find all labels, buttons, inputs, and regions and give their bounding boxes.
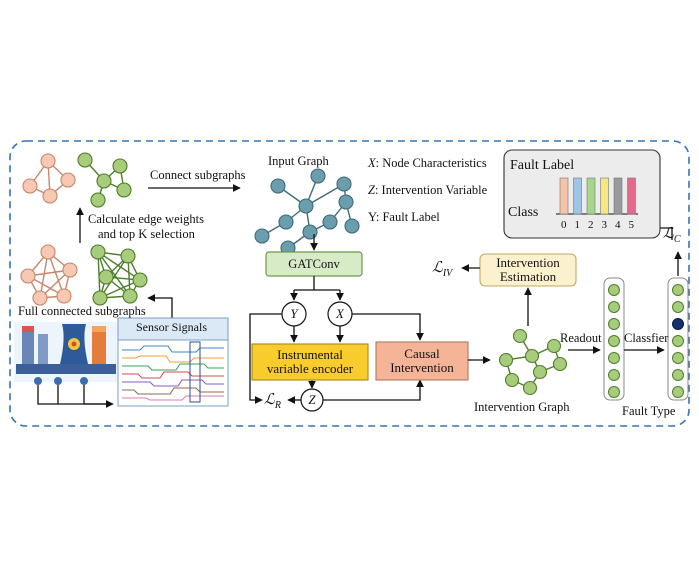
node-x-label: X (336, 306, 344, 321)
sensor-signals-panel (117, 317, 229, 407)
readout-vector (603, 277, 625, 401)
legend-x-desc: : Node Characteristics (375, 156, 487, 170)
calc-edge-label-line2: and top K selection (98, 227, 195, 241)
fault-label-title: Fault Label (510, 158, 575, 173)
legend-x: X: Node Characteristics (368, 156, 487, 170)
fault-type-label: Fault Type (622, 404, 676, 418)
fault-bar-3 (600, 177, 609, 215)
estimation-label-line2: Estimation (499, 269, 557, 284)
legend-x-symbol: X (368, 156, 376, 170)
dashed-frame (9, 140, 690, 427)
class-tick-4: 4 (615, 219, 621, 231)
factory-illustration (14, 322, 118, 408)
fault-bar-4 (613, 177, 623, 215)
loss-iv-sub: IV (442, 268, 453, 279)
fault-label-panel (503, 149, 661, 239)
subgraph-orange-full (20, 244, 78, 306)
fault-bar-0 (559, 177, 569, 215)
class-label: Class (508, 205, 539, 220)
classifier-label: Classfier (624, 331, 669, 345)
subgraph-green-small (77, 152, 132, 208)
subgraph-orange-small (22, 153, 76, 204)
class-tick-2: 2 (588, 219, 594, 231)
loss-c-symbol: ℒ (663, 226, 674, 242)
sensor-signals-title: Sensor Signals (136, 320, 208, 334)
intervention-graph (498, 328, 568, 396)
encoder-label: Instrumental variable encoder (252, 344, 368, 380)
classifier-vector (667, 277, 689, 401)
causal-label-line2: Intervention (390, 360, 454, 375)
input-graph-label: Input Graph (268, 154, 329, 168)
estimation-label: Intervention Estimation (480, 254, 576, 286)
fault-bar-2 (586, 177, 596, 215)
legend-z-symbol: Z (368, 183, 375, 197)
legend-z-desc: : Intervention Variable (374, 183, 488, 197)
calc-edge-label-line1: Calculate edge weights (88, 212, 204, 226)
causal-box (375, 341, 469, 381)
input-graph (254, 168, 360, 256)
estimation-label-line1: Intervention (496, 255, 560, 271)
encoder-label-line2: variable encoder (266, 361, 354, 376)
intervention-graph-label: Intervention Graph (474, 400, 570, 414)
arrow-sensor-to-full (147, 294, 173, 318)
class-tick-5: 5 (628, 219, 635, 231)
legend-z: Z: Intervention Variable (368, 183, 487, 197)
loss-iv-symbol: ℒ (432, 260, 443, 276)
connect-subgraphs-label: Connect subgraphs (150, 168, 246, 182)
loss-iv: ℒIV (432, 260, 452, 280)
readout-label: Readout (560, 331, 602, 345)
loss-r-symbol: ℒ (264, 392, 275, 408)
fault-bar-1 (573, 177, 582, 215)
encoder-box (251, 343, 369, 381)
node-y-label: Y (290, 306, 298, 321)
node-z-label: Z (308, 392, 316, 407)
legend-y: Y: Fault Label (368, 210, 440, 224)
loss-c-sub: C (673, 234, 681, 245)
class-tick-0: 0 (561, 219, 567, 231)
class-tick-3: 3 (601, 219, 608, 231)
arrow-fault-to-lc (660, 227, 673, 240)
full-connected-label: Full connected subgraphs (18, 304, 146, 318)
loss-r: ℒR (264, 392, 281, 412)
causal-label: Causal Intervention (376, 342, 468, 380)
encoder-label-line1: Instrumental (277, 347, 343, 363)
class-tick-1: 1 (574, 219, 581, 231)
loss-c: ℒC (663, 226, 680, 246)
estimation-box (479, 253, 577, 287)
gatconv-label: GATConv (288, 256, 340, 271)
subgraph-green-full (90, 244, 148, 306)
fault-label-bars (559, 177, 636, 215)
causal-label-line1: Causal (404, 346, 440, 362)
fault-bar-5 (627, 177, 636, 215)
loss-r-sub: R (274, 400, 281, 411)
